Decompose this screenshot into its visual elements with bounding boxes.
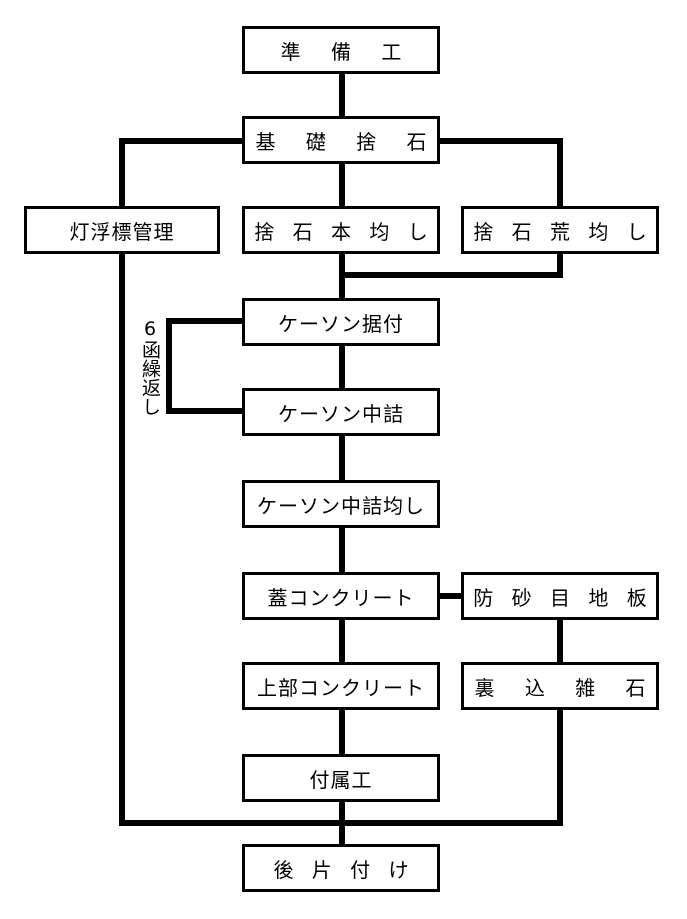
connector-board-to-backfill (557, 618, 563, 664)
loop-top (166, 318, 245, 324)
lid-concrete-box: 蓋コンクリート (242, 572, 440, 620)
backfill-rubble-box: 裏 込 雑 石 (461, 662, 659, 710)
caisson-filling-box: ケーソン中詰 (242, 388, 440, 436)
connector-buoy-down (119, 254, 125, 826)
connector-install-to-filling (339, 344, 345, 388)
connector-upper-to-appurtenant (339, 710, 345, 756)
upper-concrete-box: 上部コンクリート (242, 662, 440, 710)
connector-lid-to-board (437, 593, 463, 599)
rubble-fine-leveling-box: 捨 石 本 均 し (242, 206, 440, 254)
rubble-rough-leveling-box: 捨 石 荒 均 し (461, 206, 659, 254)
connector-left-drop-to-buoy (119, 138, 125, 208)
connector-appurtenant-to-cleanup (339, 802, 345, 846)
connector-foundation-to-fine (339, 164, 345, 208)
sand-prevention-board-box: 防 砂 目 地 板 (461, 572, 659, 620)
connector-lid-to-upper (339, 618, 345, 664)
connector-leveling-to-lid (339, 528, 345, 574)
connector-rough-down (557, 254, 563, 278)
connector-backfill-down (557, 710, 563, 826)
foundation-rubble-box: 基 礎 捨 石 (242, 116, 440, 164)
loop-bottom (166, 408, 245, 414)
connector-foundation-branch-right (437, 138, 563, 144)
caisson-filling-leveling-box: ケーソン中詰均し (242, 480, 440, 528)
connector-right-drop-to-rough (557, 138, 563, 208)
connector-foundation-branch-left (119, 138, 245, 144)
preparation-box: 準 備 工 (242, 26, 440, 74)
appurtenant-work-box: 付属工 (242, 754, 440, 802)
connector-filling-to-leveling (339, 434, 345, 482)
loop-label: 6函繰返し (139, 318, 161, 416)
loop-left (166, 318, 172, 414)
buoy-management-box: 灯浮標管理 (24, 206, 220, 254)
connector-rough-merge (339, 272, 563, 278)
caisson-installation-box: ケーソン据付 (242, 298, 440, 346)
connector-prep-to-foundation (339, 72, 345, 118)
cleanup-box: 後 片 付 け (242, 844, 440, 892)
